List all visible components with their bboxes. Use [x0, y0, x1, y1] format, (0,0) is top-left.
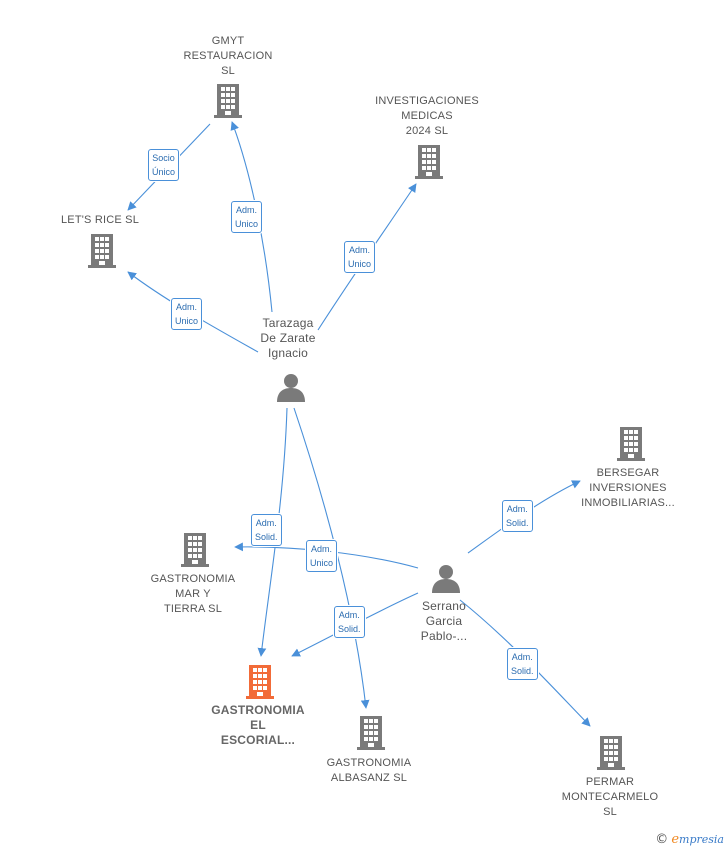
edge-label-line1: Adm.: [338, 610, 360, 620]
edge-label-serrano-bersegar[interactable]: Adm. Solid.: [502, 500, 533, 532]
edge-label-tarazaga-escorial[interactable]: Adm. Solid.: [251, 514, 282, 546]
node-albasanz-line2: ALBASANZ SL: [330, 772, 408, 784]
edge-label-line1: Adm.: [255, 518, 277, 528]
node-gmyt-line1: GMYT: [211, 35, 245, 47]
escorial-building-icon: [246, 665, 274, 699]
edge-label-serrano-permar[interactable]: Adm. Solid.: [507, 648, 538, 680]
edge-label-line2: Solid.: [511, 666, 534, 676]
edge-label-tarazaga-letsrice[interactable]: Adm. Unico: [171, 298, 203, 330]
edge-label-line1: Adm.: [506, 504, 528, 514]
edge-label-line1: Socio: [152, 153, 175, 163]
edge-label-line2: Unico: [175, 316, 199, 326]
node-gastromar[interactable]: GASTRONOMIA MAR Y TIERRA SL: [133, 572, 253, 617]
bersegar-building-icon: [617, 427, 645, 461]
node-serrano-line2: Garcia: [425, 614, 463, 628]
brand-name: mpresia: [679, 833, 724, 846]
node-permar-line3: SL: [603, 806, 617, 818]
node-tarazaga-line2: De Zarate: [260, 331, 316, 345]
edge-label-serrano-escorial[interactable]: Adm. Solid.: [334, 606, 365, 638]
node-permar[interactable]: PERMAR MONTECARMELO SL: [550, 775, 670, 820]
node-permar-line1: PERMAR: [585, 776, 635, 788]
node-tarazaga-line3: Ignacio: [267, 346, 309, 360]
node-investigaciones-line3: 2024 SL: [405, 125, 449, 137]
investigaciones-building-icon: [415, 145, 443, 179]
node-tarazaga[interactable]: Tarazaga De Zarate Ignacio: [238, 316, 338, 361]
node-permar-line2: MONTECARMELO: [561, 791, 659, 803]
node-letsrice[interactable]: LET'S RICE SL: [42, 213, 158, 228]
edge-label-line1: Adm.: [349, 245, 371, 255]
node-letsrice-line1: LET'S RICE SL: [60, 214, 140, 226]
node-bersegar-line3: INMOBILIARIAS...: [581, 497, 675, 509]
gmyt-building-icon: [214, 84, 242, 118]
edge-label-line1: Adm.: [236, 205, 258, 215]
edge-label-line1: Adm.: [311, 544, 333, 554]
node-serrano-line1: Serrano: [421, 599, 467, 613]
node-escorial-line1: GASTRONOMIA: [211, 703, 305, 717]
edge-tarazaga-albasanz: [293, 407, 370, 709]
node-gastromar-line3: TIERRA SL: [163, 603, 223, 615]
node-gastromar-line1: GASTRONOMIA: [150, 573, 236, 585]
node-investigaciones-line1: INVESTIGACIONES: [375, 95, 479, 107]
node-bersegar-line1: BERSEGAR: [596, 467, 660, 479]
permar-building-icon: [597, 736, 625, 770]
node-escorial-line3: ESCORIAL...: [220, 733, 296, 747]
letsrice-building-icon: [88, 234, 116, 268]
node-escorial-line2: EL: [250, 718, 266, 732]
node-albasanz-line1: GASTRONOMIA: [326, 757, 412, 769]
empresia-watermark[interactable]: © empresia: [655, 832, 724, 847]
gastromar-building-icon: [181, 533, 209, 567]
edge-label-tarazaga-gmyt[interactable]: Adm. Unico: [231, 201, 263, 233]
edge-label-line1: Adm.: [511, 652, 533, 662]
node-tarazaga-line1: Tarazaga: [262, 316, 314, 330]
edge-label-line2: Solid.: [255, 532, 278, 542]
node-investigaciones[interactable]: INVESTIGACIONES MEDICAS 2024 SL: [362, 94, 492, 139]
edge-label-line2: Único: [152, 167, 176, 177]
node-investigaciones-line2: MEDICAS: [401, 110, 453, 122]
edge-label-tarazaga-investigaciones[interactable]: Adm. Unico: [344, 241, 376, 273]
edge-label-gmyt-letsrice[interactable]: Socio Único: [148, 149, 180, 181]
edge-label-line2: Unico: [348, 259, 372, 269]
brand-initial: e: [671, 832, 680, 847]
edge-label-line2: Unico: [310, 558, 334, 568]
tarazaga-person-icon: [277, 374, 305, 402]
node-gmyt-line3: SL: [221, 65, 235, 77]
node-escorial[interactable]: GASTRONOMIA EL ESCORIAL...: [198, 703, 318, 748]
copyright-icon: ©: [655, 832, 669, 847]
edge-label-line2: Solid.: [338, 624, 361, 634]
edge-label-line1: Adm.: [176, 302, 198, 312]
node-bersegar[interactable]: BERSEGAR INVERSIONES INMOBILIARIAS...: [568, 466, 688, 511]
edge-label-line2: Solid.: [506, 518, 529, 528]
node-gastromar-line2: MAR Y: [175, 588, 211, 600]
node-bersegar-line2: INVERSIONES: [589, 482, 667, 494]
node-gmyt[interactable]: GMYT RESTAURACION SL: [168, 34, 288, 79]
node-albasanz[interactable]: GASTRONOMIA ALBASANZ SL: [309, 756, 429, 786]
albasanz-building-icon: [357, 716, 385, 750]
serrano-person-icon: [432, 565, 460, 593]
edge-label-line2: Unico: [235, 219, 259, 229]
node-serrano-line3: Pablo-...: [420, 629, 468, 643]
node-gmyt-line2: RESTAURACION: [183, 50, 273, 62]
node-serrano[interactable]: Serrano Garcia Pablo-...: [394, 599, 494, 644]
edge-label-tarazaga-albasanz[interactable]: Adm. Unico: [306, 540, 338, 572]
